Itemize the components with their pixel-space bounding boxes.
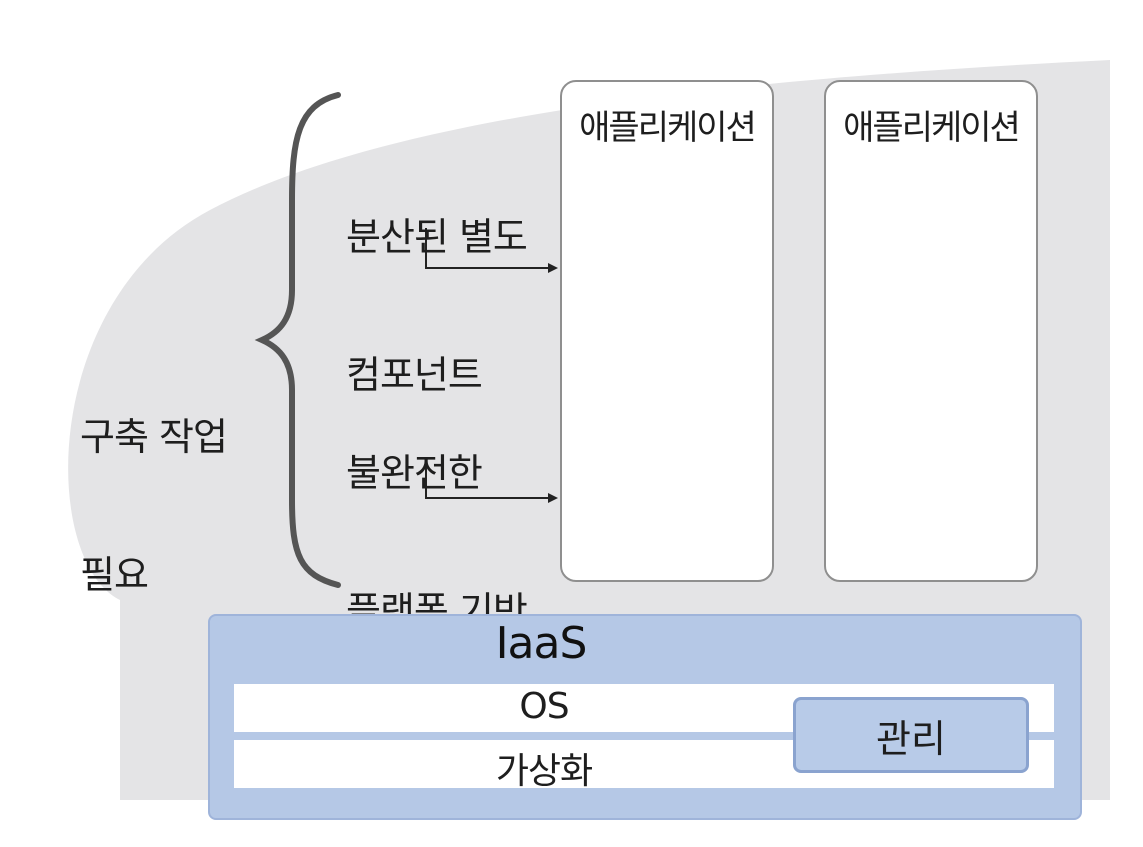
application-title-2: 애플리케이션 bbox=[843, 108, 1021, 148]
callout-distributed-components: 분산된 별도 컴포넌트 bbox=[346, 122, 528, 444]
curly-brace bbox=[254, 92, 341, 588]
left-label-line1: 구축 작업 bbox=[80, 415, 228, 459]
management-box: 관리 bbox=[793, 697, 1029, 773]
callout-top-line2: 컴포넌트 bbox=[346, 353, 483, 397]
application-title-1: 애플리케이션 bbox=[579, 108, 757, 148]
arrow-components bbox=[425, 228, 558, 273]
callout-top-line1: 분산된 별도 bbox=[346, 215, 528, 259]
left-label: 구축 작업 필요 bbox=[80, 322, 228, 644]
application-panel-2: 애플리케이션 bbox=[824, 80, 1038, 582]
iaas-title: IaaS bbox=[495, 618, 588, 669]
management-label: 관리 bbox=[876, 716, 946, 761]
arrow-platform bbox=[425, 460, 558, 503]
os-layer-label: OS bbox=[519, 686, 569, 727]
callout-bottom-line1: 불완전한 bbox=[346, 451, 483, 495]
application-panel-1: 애플리케이션 bbox=[560, 80, 774, 582]
left-label-line2: 필요 bbox=[80, 553, 149, 597]
virtualization-layer-label: 가상화 bbox=[495, 751, 593, 792]
